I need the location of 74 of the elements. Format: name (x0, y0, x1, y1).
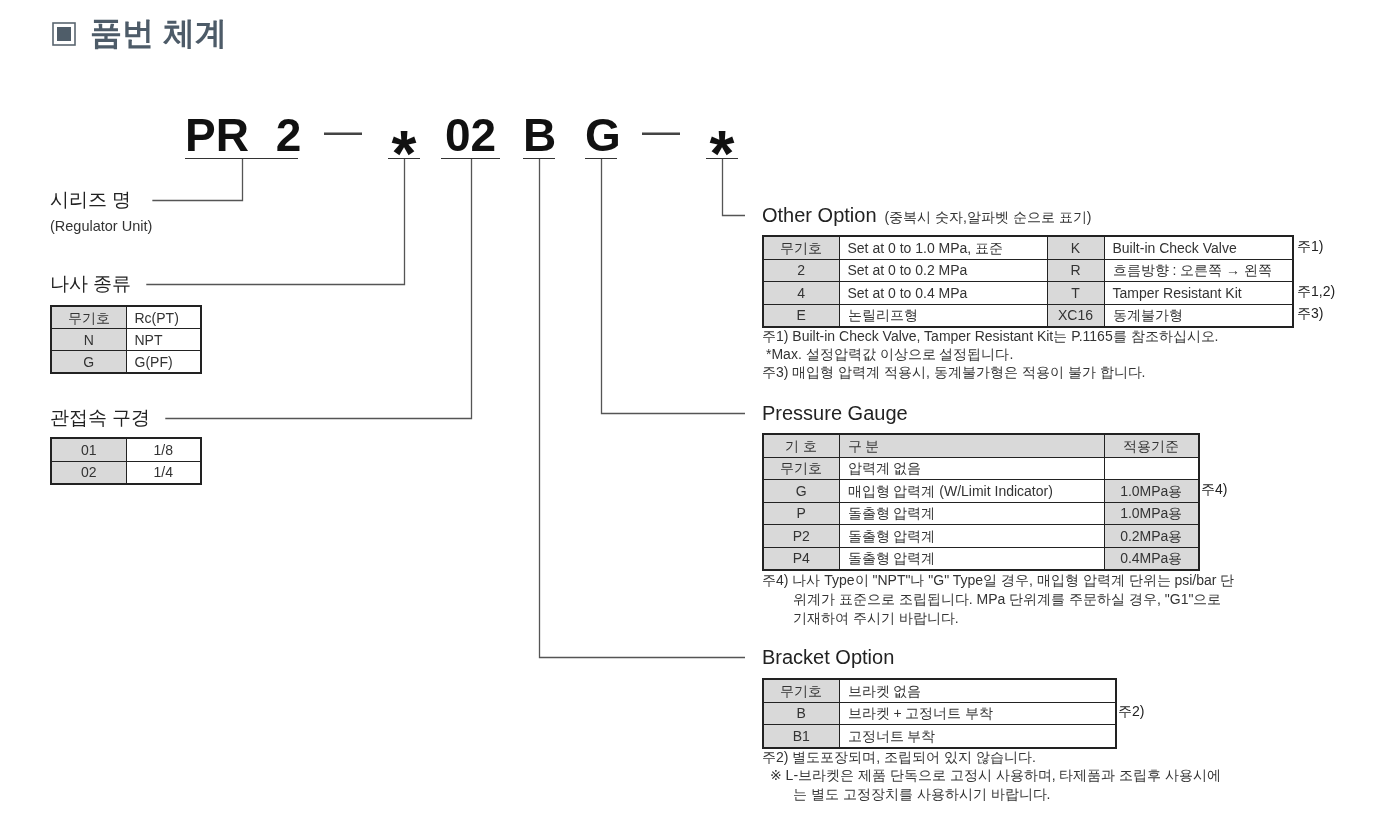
option-description: Set at 0 to 0.4 MPa (839, 281, 1047, 304)
code-segment: G (585, 112, 617, 159)
option-code: 02 (51, 461, 126, 484)
option-description: 매입형 압력계 (W/Limit Indicator) (839, 479, 1104, 502)
code-dash: — (642, 112, 680, 150)
leader-line (538, 158, 746, 659)
option-code: 무기호 (763, 457, 839, 480)
option-code: 4 (763, 281, 839, 304)
footnote-text: 주4) 나사 Type이 "NPT"나 "G" Type일 경우, 매입형 압력계 단위는 psi/bar 단위계가 표준으로 조립됩니다. MPa 단위계를 주문하실 경우, "G1"으로 기재하여 주시기 바랍니다. (762, 571, 1236, 628)
option-code: E (763, 304, 839, 327)
footnote-text: *Max. 설정압력값 이상으로 설정됩니다. (766, 345, 1015, 363)
code-dash: — (324, 112, 362, 150)
option-description: Tamper Resistant Kit (1104, 281, 1293, 304)
footnote-text: ※ L-브라켓은 제품 단독으로 고정시 사용하며, 타제품과 조립후 사용시에는 별도 고정장치를 사용하시기 바랍니다. (770, 766, 1223, 804)
note-mark: 주4) (1201, 480, 1228, 498)
option-code: 무기호 (51, 306, 126, 329)
section-heading: 시리즈 명 (50, 188, 133, 212)
column-header: 구 분 (839, 434, 1104, 457)
option-description: 돌출형 압력계 (839, 502, 1104, 525)
option-description: 돌출형 압력계 (839, 524, 1104, 547)
section-heading: Bracket Option (745, 645, 895, 669)
page-title: 품번 체계 (90, 14, 227, 52)
code-segment: * (706, 112, 738, 159)
option-code: 01 (51, 438, 126, 461)
code-segment: 02 (441, 112, 500, 159)
option-description: Built-in Check Valve (1104, 236, 1293, 259)
thread-type: Rc(PT) (126, 306, 201, 329)
option-description: 흐름방향 : 오른쪽 → 왼쪽 (1104, 259, 1293, 282)
footnote-text: 주1) Built-in Check Valve, Tamper Resistant Kit는 P.1165를 참조하십시오. (762, 327, 1220, 345)
option-code: P4 (763, 547, 839, 570)
note-mark: 주2) (1118, 702, 1145, 720)
footnote-text: 주2) 별도포장되며, 조립되어 있지 않습니다. (762, 748, 1037, 766)
option-code: P (763, 502, 839, 525)
section-heading: Pressure Gauge (745, 401, 908, 425)
option-code: K (1047, 236, 1104, 259)
heading-note: (Regulator Unit) (50, 217, 153, 235)
option-code: 2 (763, 259, 839, 282)
option-code: G (51, 350, 126, 373)
leader-line (721, 158, 746, 217)
option-description: Set at 0 to 0.2 MPa (839, 259, 1047, 282)
pressure-rating: 0.4MPa용 (1104, 547, 1199, 570)
option-code: G (763, 479, 839, 502)
leader-line (164, 158, 473, 420)
leader-line (151, 158, 244, 202)
leader-line (145, 158, 406, 286)
option-code: N (51, 328, 126, 351)
option-description: 돌출형 압력계 (839, 547, 1104, 570)
option-description: 압력계 없음 (839, 457, 1104, 480)
footnote-text: 주3) 매입형 압력계 적용시, 동계불가형은 적용이 불가 합니다. (762, 363, 1147, 381)
code-segment: B (523, 112, 555, 159)
option-description: 논릴리프형 (839, 304, 1047, 327)
section-heading: 나사 종류 (50, 272, 147, 296)
note-mark: 주1) (1297, 237, 1324, 255)
option-description: 브라켓 없음 (839, 679, 1116, 702)
option-code: 무기호 (763, 679, 839, 702)
note-mark: 주1,2) (1297, 282, 1336, 300)
option-description: Set at 0 to 1.0 MPa, 표준 (839, 236, 1047, 259)
column-header: 기 호 (763, 434, 839, 457)
option-code: B1 (763, 724, 839, 748)
section-heading: Other Option (762, 204, 877, 226)
heading-note: (중복시 숫자,알파벳 순으로 표기) (884, 209, 1092, 225)
option-code: 무기호 (763, 236, 839, 259)
section-heading: 관접속 구경 (50, 406, 166, 430)
code-segment: PR 2 (185, 112, 298, 159)
port-size: 1/8 (126, 438, 201, 461)
note-mark: 주3) (1297, 304, 1324, 322)
option-description: 고정너트 부착 (839, 724, 1116, 748)
leader-line (600, 158, 746, 415)
option-code: P2 (763, 524, 839, 547)
code-segment: * (388, 112, 420, 159)
option-code: B (763, 702, 839, 725)
column-header: 적용기준 (1104, 434, 1199, 457)
option-description: 브라켓 + 고정너트 부착 (839, 702, 1116, 725)
option-description: 동계불가형 (1104, 304, 1293, 327)
